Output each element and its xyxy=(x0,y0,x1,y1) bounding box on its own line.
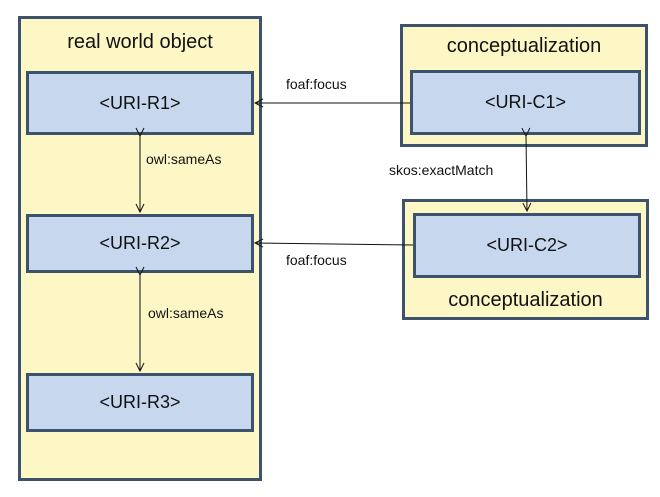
label-c1-r1: foaf:focus xyxy=(286,76,347,92)
label-c1-c2: skos:exactMatch xyxy=(389,162,494,178)
label-r2-r3: owl:sameAs xyxy=(148,305,224,321)
conceptualization-top-title: conceptualization xyxy=(446,35,602,57)
node-uri-r2: <URI-R2> xyxy=(26,214,254,273)
real-world-object-title: real world object xyxy=(67,31,213,53)
conceptualization-bottom-title: conceptualization xyxy=(448,289,603,311)
node-uri-r3: <URI-R3> xyxy=(26,373,254,432)
node-uri-c1: <URI-C1> xyxy=(410,70,641,135)
label-r1-r2: owl:sameAs xyxy=(146,151,222,167)
label-c2-r2: foaf:focus xyxy=(286,252,347,268)
node-uri-c2: <URI-C2> xyxy=(413,213,641,278)
edge-c2-r2 xyxy=(255,243,414,245)
edge-c1-c2 xyxy=(526,136,527,211)
